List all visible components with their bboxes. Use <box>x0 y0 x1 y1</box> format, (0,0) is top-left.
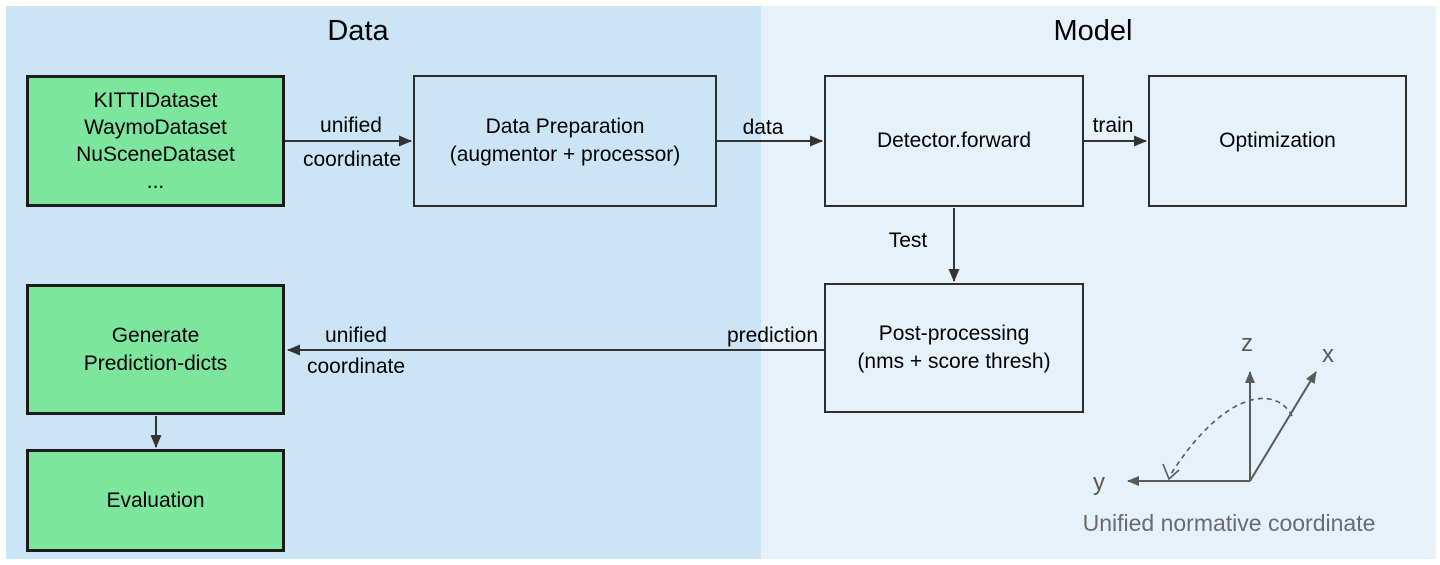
evaluation-box-label: Evaluation <box>106 488 205 512</box>
generate-prediction-dicts-box-label: Generate Prediction-dicts <box>83 323 228 375</box>
generate-prediction-dicts-box: Generate Prediction-dicts <box>26 284 285 415</box>
detector-forward-box-label: Detector.forward <box>876 129 1032 152</box>
datasets-box: KITTIDataset WaymoDataset NuSceneDataset… <box>26 75 285 207</box>
edge-label-unified-top: unified <box>320 114 382 137</box>
data-preparation-box-label: Data Preparation (augmentor + processor) <box>449 115 681 166</box>
optimization-box-label: Optimization <box>1219 129 1336 152</box>
edge-label-unified-bottom: unified <box>325 324 387 347</box>
model-section-title: Model <box>1053 15 1133 47</box>
z-axis-label: z <box>1241 330 1253 357</box>
y-axis-label: y <box>1093 469 1105 496</box>
edge-label-test: Test <box>888 229 928 252</box>
edge-label-coordinate-top: coordinate <box>302 148 402 171</box>
model-section-bg <box>761 6 1436 559</box>
post-processing-box: Post-processing (nms + score thresh) <box>824 283 1084 413</box>
data-preparation-box: Data Preparation (augmentor + processor) <box>413 75 717 207</box>
edge-label-train: train <box>1092 114 1134 137</box>
datasets-box-label: KITTIDataset WaymoDataset NuSceneDataset… <box>76 89 235 193</box>
post-processing-box-label: Post-processing (nms + score thresh) <box>857 322 1051 373</box>
data-section-title: Data <box>327 15 389 47</box>
optimization-box: Optimization <box>1148 75 1407 207</box>
evaluation-box: Evaluation <box>26 449 285 552</box>
edge-label-prediction: prediction <box>726 324 818 347</box>
edge-label-data: data <box>742 116 784 139</box>
x-axis-label: x <box>1322 341 1334 368</box>
detector-forward-box: Detector.forward <box>824 75 1084 207</box>
coordinate-axes-caption: Unified normative coordinate <box>1082 510 1376 536</box>
edge-label-coordinate-bottom: coordinate <box>306 355 406 378</box>
